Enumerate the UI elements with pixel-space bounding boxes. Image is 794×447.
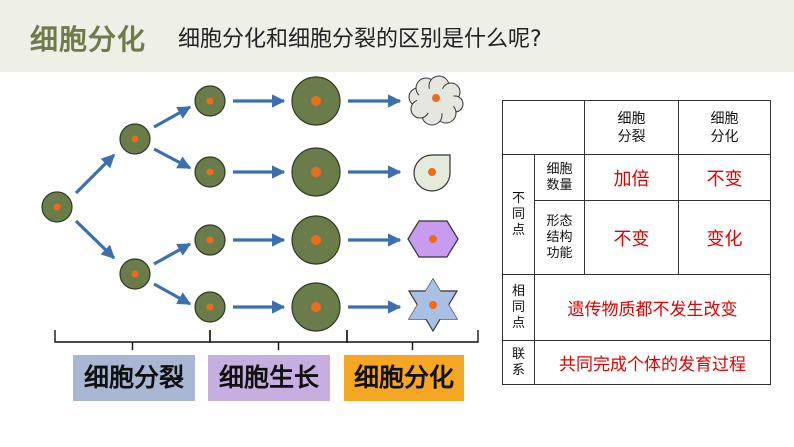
cell-grown-3 — [291, 215, 341, 265]
cell-small-2 — [194, 156, 226, 188]
nucleus — [311, 167, 321, 177]
cell-small-4 — [194, 291, 226, 323]
cell-division-lower — [119, 258, 151, 290]
diff-group-label: 不同点 — [502, 154, 535, 275]
teardrop-cell — [413, 154, 451, 192]
nucleus — [206, 303, 214, 311]
brace-differentiation — [346, 330, 479, 350]
header-bar: 细胞分化 细胞分化和细胞分裂的区别是什么呢? — [0, 0, 794, 72]
nucleus — [429, 235, 437, 243]
col-header-differentiation-text: 细胞分化 — [710, 110, 739, 145]
cell-diagram — [41, 75, 479, 350]
col-header-division-text: 细胞分裂 — [617, 110, 646, 145]
link-value: 共同完成个体的发育过程 — [534, 340, 771, 385]
cell-grown-1 — [291, 76, 341, 126]
arrow — [153, 105, 192, 129]
cell-grown-2 — [291, 147, 341, 197]
nucleus — [131, 135, 139, 143]
arrow — [153, 147, 192, 170]
nucleus — [131, 270, 139, 278]
table-row: 联系 共同完成个体的发育过程 — [502, 340, 771, 385]
value-differentiation-morphology: 变化 — [678, 200, 771, 275]
nucleus — [206, 168, 214, 176]
same-label: 相同点 — [502, 274, 535, 341]
arrow — [74, 219, 116, 260]
cell-division-upper — [119, 123, 151, 155]
stage-growth-label: 细胞生长 — [208, 355, 330, 401]
value-division-morphology: 不变 — [584, 200, 679, 275]
row-label-morphology: 形态结构功能 — [534, 200, 585, 275]
cell-small-1 — [194, 85, 226, 117]
table-row: 不同点 细胞数量 加倍 不变 — [502, 154, 771, 275]
brace-division — [54, 330, 211, 350]
nucleus — [206, 97, 214, 105]
arrow — [153, 282, 192, 306]
cell-small-3 — [194, 224, 226, 256]
nucleus — [432, 94, 440, 102]
stage-differentiation-label: 细胞分化 — [344, 355, 464, 401]
same-value: 遗传物质都不发生改变 — [534, 274, 771, 341]
comparison-table: 细胞分裂 细胞分化 不同点 细胞数量 加倍 不变 形态结构功能 不变 变化 相同… — [502, 100, 771, 385]
nucleus — [429, 301, 437, 309]
link-label: 联系 — [502, 340, 535, 385]
table-row: 形态结构功能 不变 变化 — [503, 200, 771, 275]
row-label-cell-count: 细胞数量 — [534, 154, 585, 201]
table-corner-cell — [502, 100, 585, 155]
col-header-differentiation: 细胞分化 — [678, 100, 771, 155]
table-header-row: 细胞分裂 细胞分化 — [502, 100, 771, 155]
nucleus — [311, 96, 321, 106]
differentiated-cells — [407, 75, 464, 333]
col-header-division: 细胞分裂 — [584, 100, 679, 155]
star-cell — [407, 277, 459, 333]
nucleus — [53, 203, 61, 211]
page-question: 细胞分化和细胞分裂的区别是什么呢? — [178, 27, 542, 52]
value-differentiation-cell-count: 不变 — [678, 154, 771, 201]
nucleus — [311, 302, 321, 312]
cloud-cell — [408, 75, 464, 126]
nucleus — [428, 168, 436, 176]
nucleus — [206, 236, 214, 244]
cell-grown-4 — [291, 282, 341, 332]
row-label-cell-count-text: 细胞数量 — [546, 161, 573, 193]
table-row: 相同点 遗传物质都不发生改变 — [502, 274, 771, 341]
page-title: 细胞分化 — [30, 23, 147, 56]
stage-division-label: 细胞分裂 — [73, 355, 195, 401]
nucleus — [311, 235, 321, 245]
same-label-text: 相同点 — [511, 283, 525, 331]
link-label-text: 联系 — [511, 346, 525, 378]
brace-growth — [209, 330, 348, 350]
diff-group-label-text: 不同点 — [511, 190, 525, 238]
cell-parent — [41, 191, 73, 223]
arrow — [74, 153, 116, 195]
hexagon-cell — [407, 220, 459, 258]
value-division-cell-count: 加倍 — [584, 154, 679, 201]
row-label-morphology-text: 形态结构功能 — [546, 213, 573, 261]
arrow — [153, 242, 192, 266]
